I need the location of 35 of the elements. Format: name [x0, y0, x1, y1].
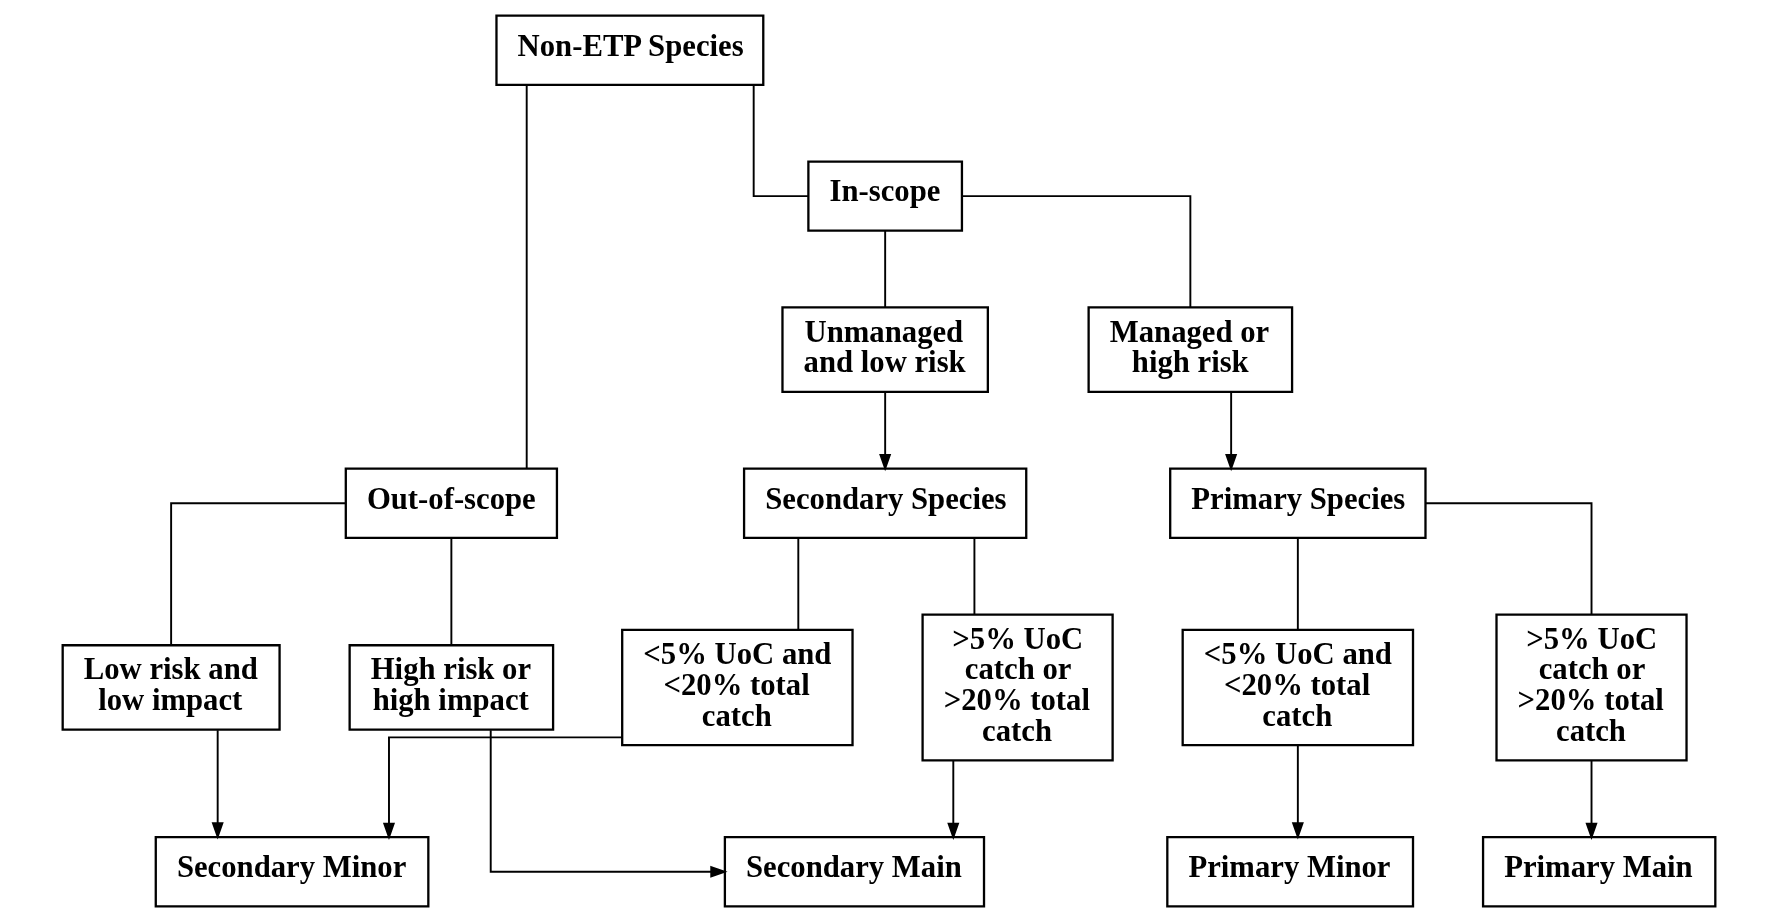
connector	[961, 195, 1192, 308]
node-box: High risk or high impact	[348, 644, 555, 731]
connector	[884, 230, 887, 309]
node-box: Low risk and low impact	[61, 644, 281, 731]
arrow	[382, 736, 623, 841]
node-box: Primary Species	[1169, 467, 1427, 539]
node-box: Managed or high risk	[1087, 306, 1294, 394]
arrow	[489, 729, 728, 878]
node-box: >5% UoC catch or >20% total catch	[921, 613, 1114, 762]
node-box: Unmanaged and low risk	[781, 306, 989, 394]
node-box: Secondary Main	[723, 836, 986, 908]
node-box: In-scope	[807, 160, 964, 232]
connector	[752, 83, 809, 198]
node-box: Secondary Species	[742, 467, 1028, 539]
node-box: Primary Minor	[1166, 836, 1415, 908]
node-box: <5% UoC and <20% total catch	[621, 628, 854, 747]
arrow	[211, 729, 224, 840]
connector	[1424, 502, 1593, 616]
node-box: Non-ETP Species	[495, 14, 765, 86]
connector	[450, 536, 453, 647]
arrow	[947, 759, 960, 840]
connector	[973, 536, 976, 616]
arrow	[879, 391, 892, 472]
node-box: Secondary Minor	[154, 836, 430, 908]
node-box: <5% UoC and <20% total catch	[1181, 628, 1415, 747]
arrow	[1225, 391, 1238, 472]
node-box: Primary Main	[1481, 836, 1717, 908]
connector	[1296, 536, 1299, 631]
node-box: Out-of-scope	[344, 467, 559, 539]
arrow	[1291, 744, 1304, 840]
connector	[525, 84, 528, 470]
connector	[170, 502, 347, 646]
connector	[797, 536, 800, 631]
arrow	[1585, 759, 1598, 840]
node-box: >5% UoC catch or >20% total catch	[1495, 613, 1688, 762]
